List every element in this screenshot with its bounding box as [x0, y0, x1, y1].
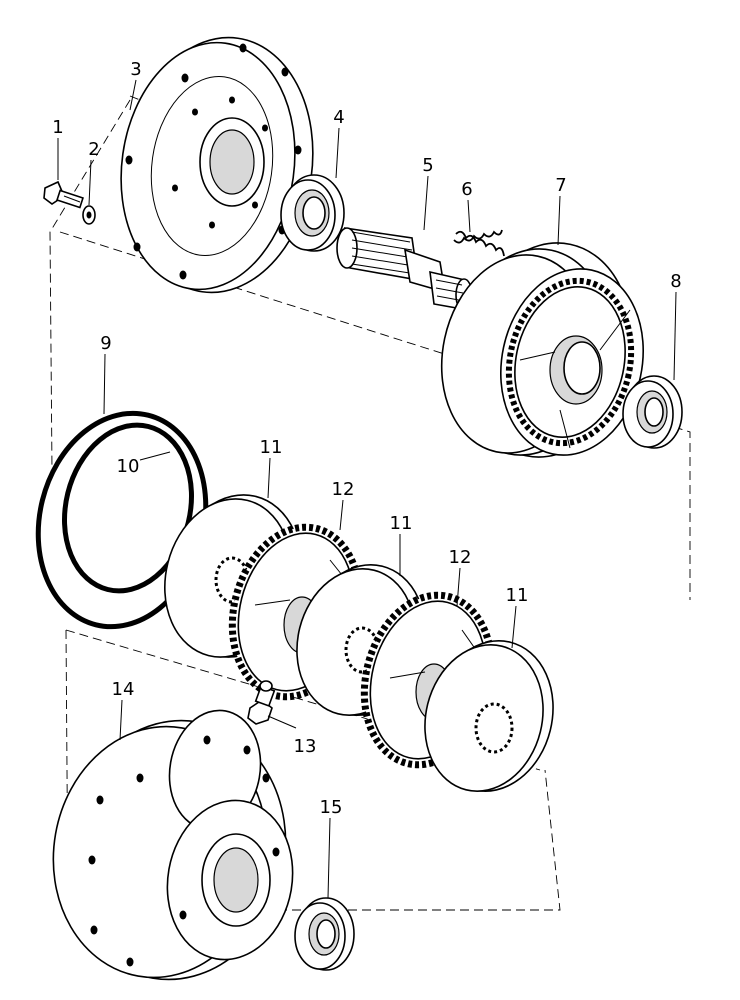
shaft-spline-lines — [351, 231, 417, 275]
callout-labels: 1 2 3 4 5 6 7 8 9 10 11 11 11 12 12 13 1… — [52, 59, 681, 818]
part-11-friction-disc-3 — [424, 640, 554, 792]
part-15-bearing — [294, 897, 355, 971]
callout-3: 3 — [130, 59, 141, 80]
callout-2: 2 — [88, 139, 99, 160]
callout-1: 1 — [52, 117, 63, 138]
callout-7: 7 — [555, 175, 566, 196]
callout-11-a: 11 — [260, 437, 283, 458]
callout-6: 6 — [461, 179, 472, 200]
part-2-washer — [82, 205, 96, 225]
part-7-gear-hub — [440, 242, 645, 458]
callout-12-b: 12 — [449, 547, 472, 568]
callout-8: 8 — [670, 271, 681, 292]
part-6-spring — [453, 229, 505, 257]
callout-4: 4 — [333, 107, 344, 128]
part-1-bolt — [43, 180, 84, 209]
cover-bolt-holes — [125, 43, 302, 280]
callout-12-a: 12 — [332, 479, 355, 500]
part-14-brake-housing — [52, 709, 294, 981]
callout-leaders — [57, 79, 677, 899]
part-5-splined-shaft — [336, 227, 473, 312]
housing-bolt-holes — [88, 735, 280, 967]
callout-13: 13 — [294, 736, 317, 757]
callout-9: 9 — [100, 333, 111, 354]
callout-10: 10 — [117, 456, 140, 477]
callout-14: 14 — [112, 679, 135, 700]
part-13-fitting — [247, 680, 276, 725]
callout-11-c: 11 — [506, 585, 529, 606]
part-4-bearing — [280, 174, 345, 252]
part-3-housing-cover — [120, 36, 314, 294]
part-8-bearing — [622, 375, 683, 449]
callout-15: 15 — [320, 797, 343, 818]
callout-11-b: 11 — [390, 513, 413, 534]
callout-5: 5 — [422, 155, 433, 176]
